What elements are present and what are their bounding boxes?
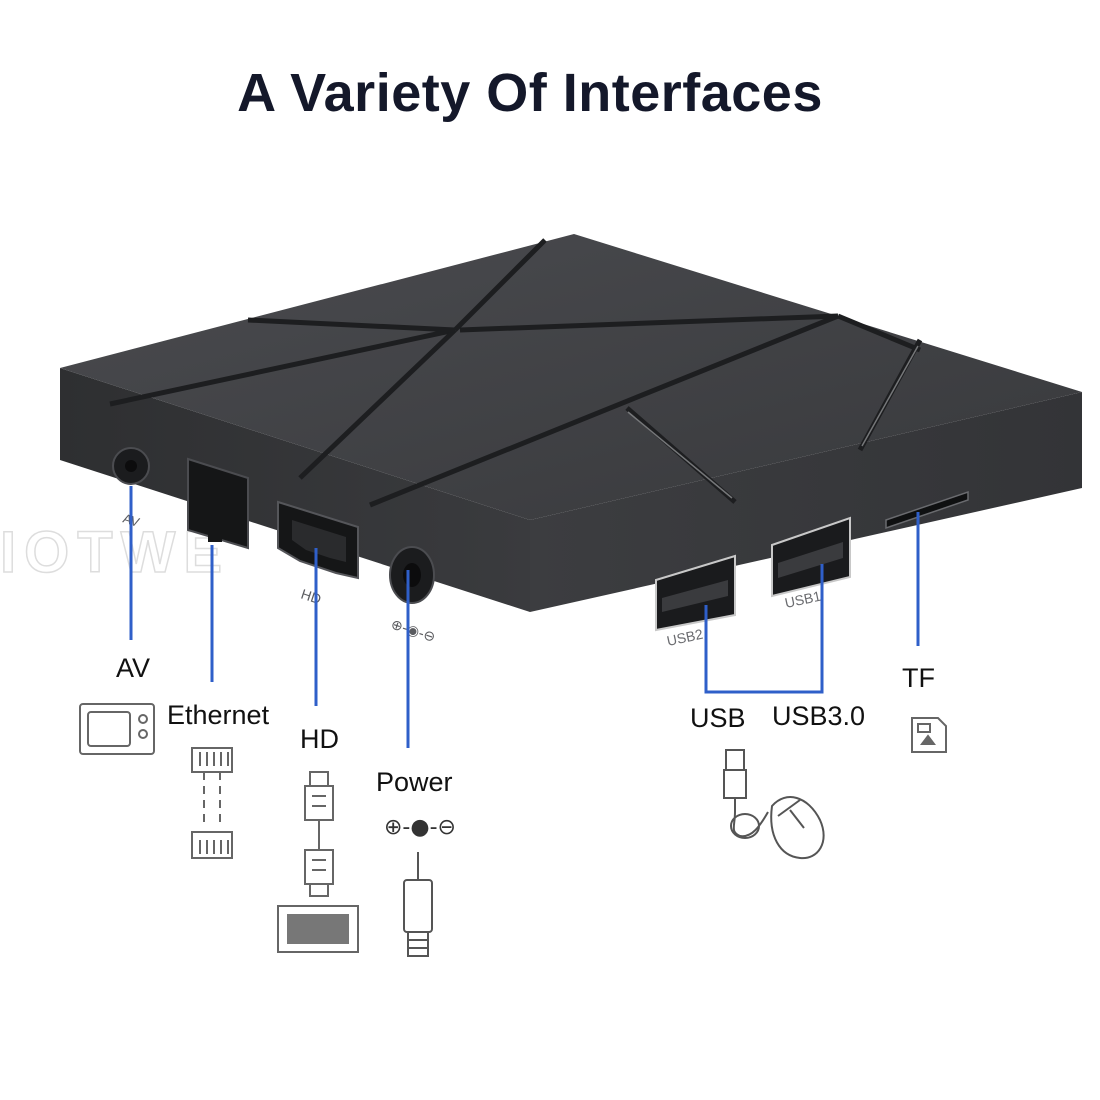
label-ethernet: Ethernet [167,700,270,730]
top-face-grooves [109,238,923,508]
label-usb: USB [690,703,746,733]
device-right-face [530,392,1082,612]
usb-mouse-icon [723,749,825,860]
power-plug-icon: ⊕-●-⊖ [384,815,456,957]
page-title: A Variety Of Interfaces [237,63,823,123]
hdmi-port-marking: HD [299,586,323,607]
label-usb3: USB3.0 [772,701,866,731]
tf-card-slot [885,490,969,530]
av-port: AV [112,447,150,530]
power-port-marking: ⊕-◉-⊖ [389,617,437,646]
label-hd: HD [300,724,339,754]
watermark: IOTWE [0,520,230,585]
usb2-port-marking: USB2 [665,626,704,649]
hdmi-port: HD [277,500,359,607]
ethernet-port [187,457,249,550]
ethernet-cable-icon [191,747,233,859]
label-power: Power [376,767,453,797]
leader-lines [129,486,920,748]
device-top-face [60,234,1082,520]
power-polarity-icon: ⊕-●-⊖ [384,815,456,840]
sd-card-icon [911,717,947,753]
usb1-port: USB1 [771,516,851,611]
label-tf: TF [902,663,935,693]
usb2-port: USB2 [655,554,736,649]
label-av: AV [116,653,151,683]
power-port: ⊕-◉-⊖ [389,546,437,646]
hdmi-cable-monitor-icon [277,771,359,953]
usb1-port-marking: USB1 [783,588,822,611]
tv-icon [79,703,155,755]
